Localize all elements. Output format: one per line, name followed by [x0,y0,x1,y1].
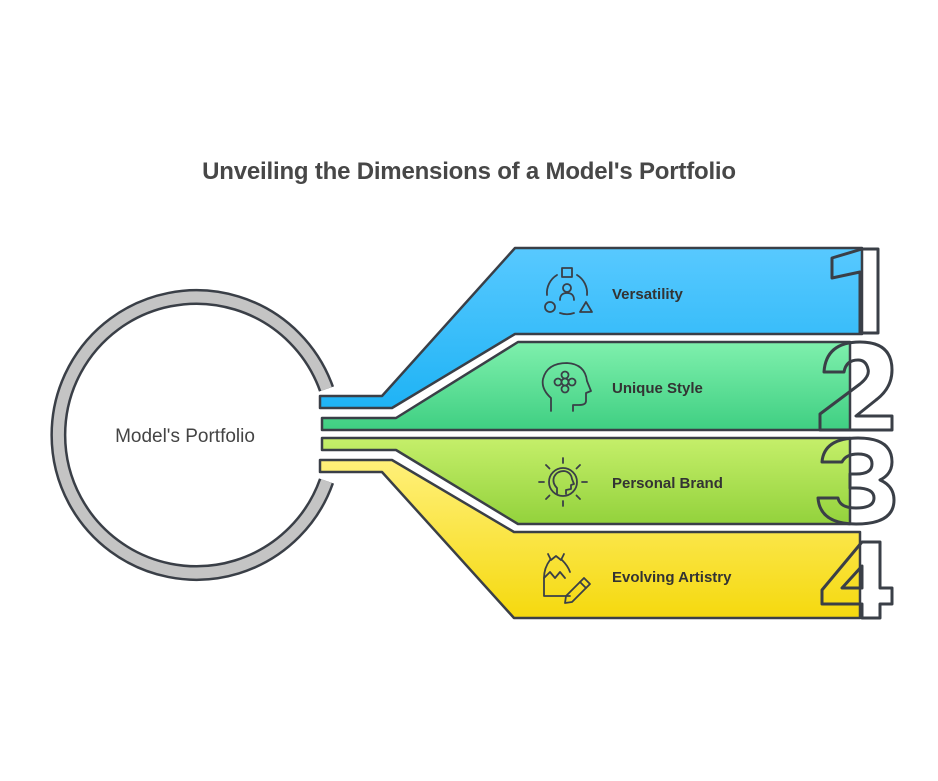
number-1 [830,247,880,335]
vase-pencil-icon [543,553,591,604]
center-ring: Model's Portfolio [50,289,335,581]
item-label-3: Personal Brand [612,475,723,492]
shapes-person-icon [544,267,593,316]
item-label-2: Unique Style [612,380,703,397]
number-2 [818,340,894,432]
item-label-4: Evolving Artistry [612,569,732,586]
item-label-1: Versatility [612,286,684,303]
number-4 [820,540,894,620]
band-1: Versatility [318,246,880,410]
number-3 [816,436,896,526]
center-label: Model's Portfolio [115,426,255,447]
band-3: Personal Brand [320,436,896,526]
band-4: Evolving Artistry [318,458,894,620]
head-flower-icon [541,362,592,412]
head-radiant-icon [538,457,588,507]
band-2: Unique Style [320,340,894,432]
diagram-title: Unveiling the Dimensions of a Model's Po… [202,158,736,185]
